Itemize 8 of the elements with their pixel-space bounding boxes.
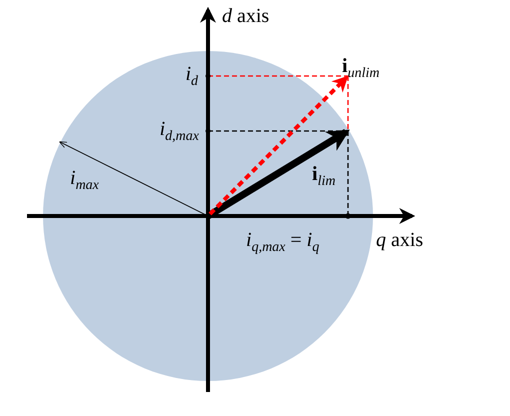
axis-label: q axis	[376, 230, 424, 250]
vector-label: i$_{max}$	[70, 168, 99, 193]
vector-label: i$_{unlim}$	[342, 56, 380, 81]
axis-value-label: i$_{d}$	[185, 64, 198, 89]
axis-value-label: i$_{q,max}$ = i$_{q}$	[246, 230, 320, 255]
axis-label: d axis	[222, 6, 270, 26]
axis-value-label: i$_{d,max}$	[160, 119, 199, 144]
vector-label: i$_{lim}$	[312, 164, 336, 189]
